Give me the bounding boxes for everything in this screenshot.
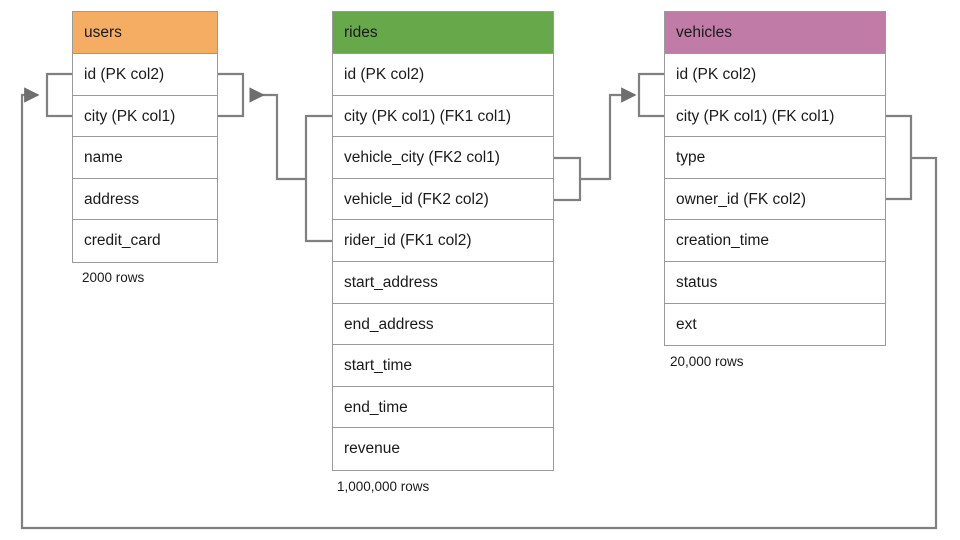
table-row[interactable]: start_time [333,345,553,387]
table-row[interactable]: end_time [333,386,553,429]
table-row[interactable]: rider_id (FK1 col2) [333,220,553,262]
table-row[interactable]: creation_time [665,220,885,262]
table-rides[interactable]: rides id (PK col2) city (PK col1) (FK1 c… [332,11,554,471]
wire-rides-fk2-to-vehicles [580,87,637,181]
table-users[interactable]: users id (PK col2) city (PK col1) name a… [72,11,218,263]
table-row[interactable]: city (PK col1) (FK col1) [665,95,885,138]
table-row[interactable]: id (PK col2) [73,54,217,96]
wire-vehicles-fk-to-users [20,87,938,530]
table-row[interactable]: vehicle_id (FK2 col2) [333,178,553,221]
table-row[interactable]: credit_card [73,220,217,262]
wire-vehicles-left-bracket [637,72,664,118]
table-row[interactable]: type [665,137,885,179]
table-users-row-count: 2000 rows [82,270,145,285]
table-row[interactable]: city (PK col1) (FK1 col1) [333,95,553,138]
table-rides-title: rides [333,12,553,54]
table-vehicles[interactable]: vehicles id (PK col2) city (PK col1) (FK… [664,11,886,347]
table-row[interactable]: id (PK col2) [665,54,885,96]
table-row[interactable]: city (PK col1) [73,95,217,138]
table-row[interactable]: status [665,261,885,304]
table-row[interactable]: name [73,137,217,179]
table-row[interactable]: id (PK col2) [333,54,553,96]
table-row[interactable]: vehicle_city (FK2 col1) [333,137,553,179]
table-row[interactable]: ext [665,303,885,346]
table-vehicles-row-count: 20,000 rows [670,354,744,369]
table-rides-row-count: 1,000,000 rows [337,479,430,494]
wire-rides-fk2-bracket [554,156,582,202]
wire-users-left-bracket [45,72,72,118]
wire-users-right-bracket [218,72,245,118]
wire-rides-fk1-bracket [304,114,332,243]
table-row[interactable]: address [73,178,217,221]
table-row[interactable]: revenue [333,428,553,470]
wire-vehicles-right-bracket [886,114,913,201]
wire-rides-fk1-to-users [249,87,306,181]
table-row[interactable]: end_address [333,303,553,346]
table-users-title: users [73,12,217,54]
table-row[interactable]: start_address [333,261,553,304]
table-row[interactable]: owner_id (FK col2) [665,178,885,221]
table-vehicles-title: vehicles [665,12,885,54]
